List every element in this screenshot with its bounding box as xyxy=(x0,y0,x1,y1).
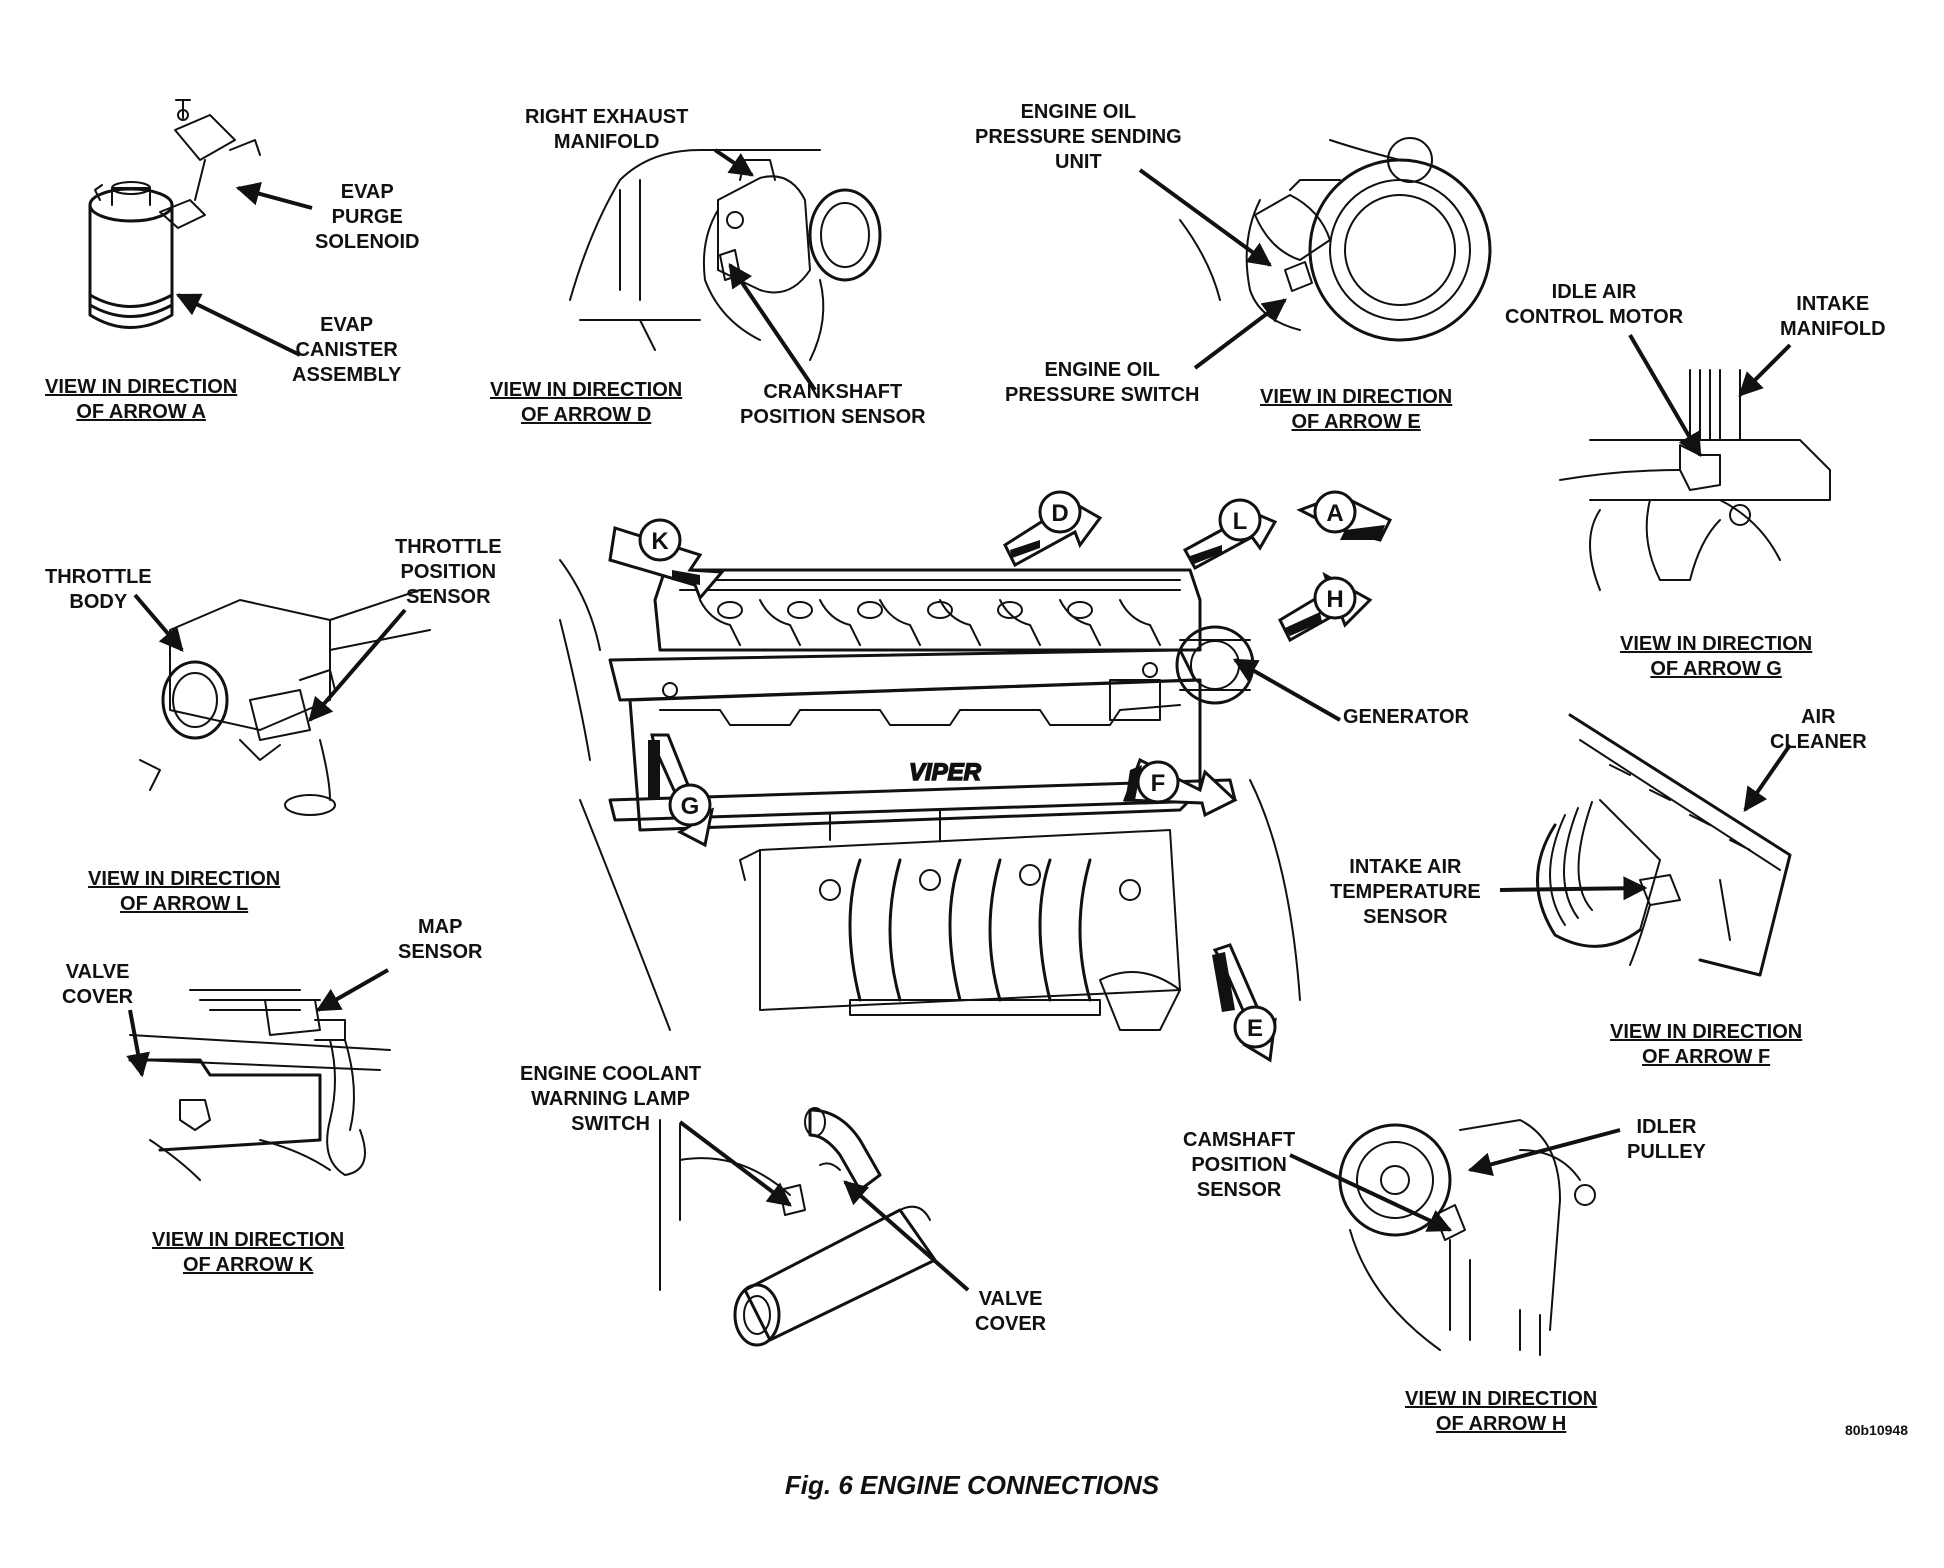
view-d-crankshaft-drawing xyxy=(569,149,882,361)
arrow-letter-h: H xyxy=(1326,586,1343,613)
arrow-letter-g: G xyxy=(681,793,700,820)
arrow-e-circle xyxy=(1233,1005,1277,1049)
viper-badge: VIPER xyxy=(909,759,982,786)
view-h-camshaft-drawing xyxy=(1338,1119,1596,1356)
direction-arrows: K D L A H G F E xyxy=(608,490,1393,1063)
view-g-idle-air-drawing xyxy=(1559,369,1831,591)
arrow-letter-f: F xyxy=(1151,770,1166,797)
arrow-l-circle xyxy=(1218,498,1262,542)
arrow-letter-a: A xyxy=(1326,500,1343,527)
arrow-h-circle xyxy=(1313,576,1357,620)
figure-caption: Fig. 6 ENGINE CONNECTIONS xyxy=(784,1470,1160,1500)
arrow-letter-d: D xyxy=(1051,500,1068,527)
label-generator: GENERATOR xyxy=(1343,706,1469,728)
arrow-letter-e: E xyxy=(1247,1015,1263,1042)
arrow-d-circle xyxy=(1038,490,1082,534)
view-a-evap-drawing xyxy=(88,99,261,329)
view-l-throttle-drawing xyxy=(139,589,431,816)
arrow-letter-k: K xyxy=(651,528,669,555)
arrow-f-circle xyxy=(1136,760,1180,804)
arrow-k-circle xyxy=(638,518,682,562)
arrow-a-circle xyxy=(1313,490,1357,534)
view-f-air-cleaner-drawing xyxy=(1536,713,1792,977)
view-k-map-sensor-drawing xyxy=(128,989,391,1181)
view-e-oil-pressure-drawing xyxy=(1179,137,1492,342)
arrow-g-circle xyxy=(668,783,712,827)
arrow-letter-l: L xyxy=(1233,508,1248,535)
figure-id: 80b10948 xyxy=(1844,1422,1908,1438)
